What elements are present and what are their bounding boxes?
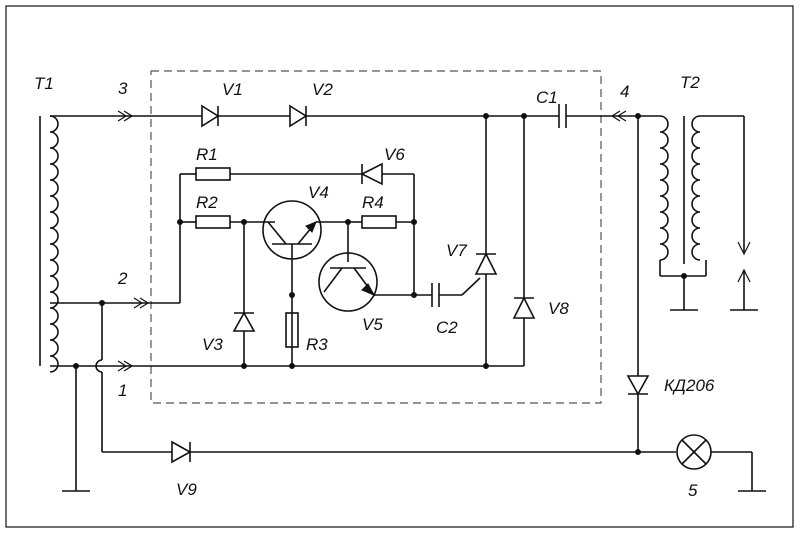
diode-v2 <box>289 104 308 128</box>
terminal-3-label: 3 <box>118 79 128 98</box>
diode-v8 <box>512 296 536 319</box>
diode-v9 <box>171 440 192 464</box>
v8-label: V8 <box>548 299 569 318</box>
lamp-5 <box>676 434 712 470</box>
resistor-r1 <box>195 167 231 181</box>
r2-label: R2 <box>196 193 218 212</box>
drawing-frame <box>5 5 794 528</box>
v1-label: V1 <box>222 80 243 99</box>
v5-label: V5 <box>362 315 383 334</box>
terminal-1-label: 1 <box>118 381 127 400</box>
transistor-v5 <box>318 222 378 312</box>
diode-v1 <box>201 104 220 128</box>
connector-3 <box>117 110 134 122</box>
module-boundary <box>150 70 602 404</box>
resistor-r4 <box>361 215 397 229</box>
r1-label: R1 <box>196 145 218 164</box>
terminal-4-label: 4 <box>620 82 629 101</box>
v6-label: V6 <box>384 145 405 164</box>
v2-label: V2 <box>312 80 333 99</box>
v3-label: V3 <box>202 335 223 354</box>
transformer-t1 <box>39 115 59 373</box>
c1-label: C1 <box>536 88 558 107</box>
c2-label: C2 <box>436 318 458 337</box>
transistor-v4 <box>262 200 322 282</box>
capacitor-c2 <box>431 283 440 307</box>
diode-v6 <box>360 162 383 186</box>
lamp-5-label: 5 <box>688 481 698 500</box>
v4-label: V4 <box>308 183 329 202</box>
v9-label: V9 <box>176 480 197 499</box>
diode-v3 <box>232 311 256 332</box>
resistor-r2 <box>195 215 231 229</box>
r4-label: R4 <box>362 193 384 212</box>
thyristor-v7 <box>474 252 498 275</box>
v7-label: V7 <box>446 241 467 260</box>
connector-2 <box>133 297 150 309</box>
diode-kd206 <box>626 375 650 396</box>
t1-label: T1 <box>34 74 54 93</box>
transformer-t2 <box>659 115 701 264</box>
r3-label: R3 <box>306 335 328 354</box>
t2-label: T2 <box>680 73 700 92</box>
kd206-label: КД206 <box>664 376 715 395</box>
connector-1 <box>117 360 134 372</box>
terminal-2-label: 2 <box>117 269 128 288</box>
resistor-r3 <box>285 312 299 348</box>
capacitor-c1 <box>558 104 567 128</box>
